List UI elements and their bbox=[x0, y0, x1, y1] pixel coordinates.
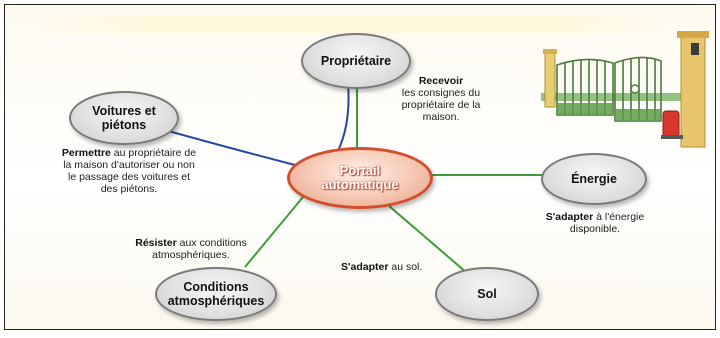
sliding-gate-illustration bbox=[541, 31, 709, 148]
label-sol: S'adapter au sol. bbox=[341, 261, 461, 273]
label-recevoir-verb: Recevoir bbox=[418, 75, 464, 87]
node-conditions-line1: Conditions bbox=[183, 280, 249, 294]
center-line2: automatique bbox=[321, 177, 399, 192]
label-energie-verb: S'adapter bbox=[545, 211, 594, 223]
label-permettre-verb: Permettre bbox=[61, 147, 111, 159]
diagram-canvas: Propriétaire Voitures et piétons Portail… bbox=[4, 4, 716, 330]
label-sol-verb: S'adapter bbox=[341, 261, 389, 273]
label-energie-l2: disponible. bbox=[569, 223, 621, 235]
node-conditions-line2: atmosphériques bbox=[167, 294, 265, 308]
label-sol-l1: au sol. bbox=[388, 261, 423, 273]
node-proprietaire: Propriétaire bbox=[301, 33, 411, 89]
node-sol-label: Sol bbox=[477, 287, 497, 301]
label-energie: S'adapter à l'énergie disponible. bbox=[525, 211, 665, 235]
node-energie-label: Énergie bbox=[571, 172, 617, 186]
label-resister-l2: atmosphériques. bbox=[152, 249, 230, 261]
label-recevoir-l3: maison. bbox=[422, 111, 460, 123]
center-line1: Portail bbox=[339, 163, 381, 178]
node-voitures-line2: piétons bbox=[101, 118, 147, 132]
label-resister: Résister aux conditions atmosphériques. bbox=[115, 237, 267, 261]
node-portail-automatique: Portail automatique bbox=[287, 147, 433, 209]
node-sol: Sol bbox=[435, 267, 539, 321]
node-voitures-pietons: Voitures et piétons bbox=[69, 91, 179, 145]
label-permettre-l4: des piétons. bbox=[100, 183, 158, 195]
label-recevoir-l1: les consignes du bbox=[401, 87, 481, 99]
node-conditions-atmospheriques: Conditions atmosphériques bbox=[155, 267, 277, 321]
label-permettre-l3: le passage des voitures et bbox=[68, 171, 190, 183]
node-proprietaire-label: Propriétaire bbox=[320, 54, 392, 68]
link-proprietaire-blue bbox=[337, 82, 350, 152]
label-energie-l1: à l'énergie bbox=[593, 211, 645, 223]
label-resister-verb: Résister bbox=[135, 237, 177, 249]
label-recevoir: Recevoir les consignes du propriétaire d… bbox=[391, 75, 491, 123]
decorative-band bbox=[31, 15, 671, 33]
link-conditions bbox=[244, 196, 304, 268]
label-permettre: Permettre au propriétaire de la maison d… bbox=[45, 147, 213, 195]
node-energie: Énergie bbox=[541, 153, 647, 205]
label-permettre-l1: au propriétaire de bbox=[110, 147, 197, 159]
label-resister-l1: aux conditions bbox=[176, 237, 247, 249]
label-permettre-l2: la maison d'autoriser ou non bbox=[63, 159, 195, 171]
node-voitures-line1: Voitures et bbox=[92, 104, 156, 118]
label-recevoir-l2: propriétaire de la bbox=[401, 99, 481, 111]
link-sol bbox=[380, 198, 468, 274]
